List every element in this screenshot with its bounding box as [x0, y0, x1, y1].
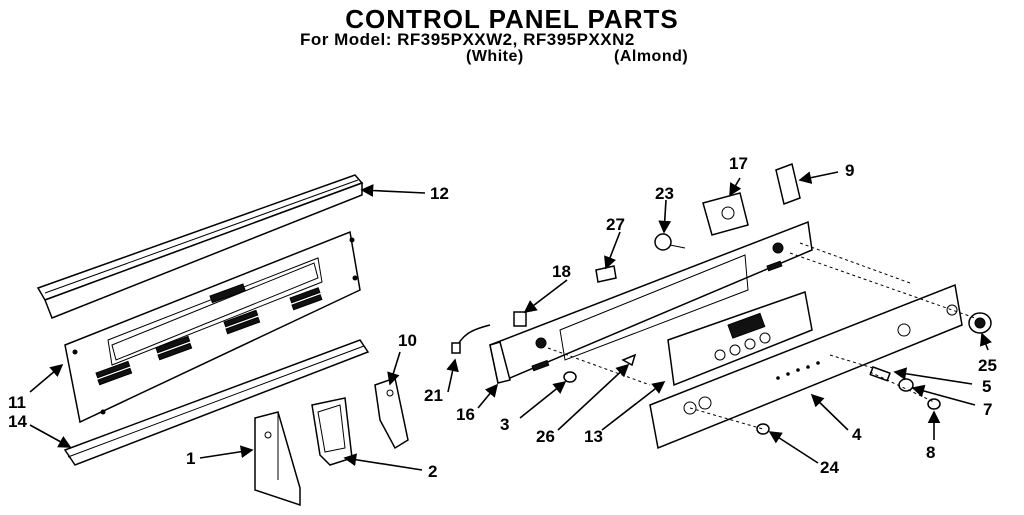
callout-4: 4 — [852, 425, 862, 444]
callout-14: 14 — [8, 412, 27, 431]
model-subtitle: For Model: RF395PXXW2, RF395PXXN2 — [300, 30, 635, 49]
callout-12: 12 — [430, 184, 449, 203]
callout-10: 10 — [398, 331, 417, 350]
part-16-control-housing — [489, 220, 813, 385]
part-23-switch — [654, 233, 686, 251]
callout-13: 13 — [584, 427, 603, 446]
part-14-bottom-trim — [63, 339, 370, 466]
part-24-button — [756, 423, 770, 435]
callout-1: 1 — [186, 449, 195, 468]
part-1-end-bracket — [254, 411, 301, 507]
part-5-push-button — [869, 366, 891, 382]
callout-5: 5 — [982, 377, 991, 396]
callout-16: 16 — [456, 405, 475, 424]
alignment-lines — [547, 242, 976, 430]
part-27-clip — [595, 265, 617, 283]
callout-27: 27 — [606, 215, 625, 234]
variant-white-label: (White) — [466, 48, 524, 65]
callout-labels: 12 11 14 1 2 10 21 16 3 26 13 18 27 23 1… — [8, 154, 997, 481]
part-9-knob-insert — [775, 162, 801, 206]
part-13-circuit-board — [667, 291, 813, 387]
part-10-clip — [374, 377, 409, 450]
callout-23: 23 — [655, 184, 674, 203]
callout-18: 18 — [552, 262, 571, 281]
part-25-knob — [968, 312, 992, 334]
part-4-control-panel — [649, 283, 963, 450]
part-17-clock — [702, 192, 749, 236]
part-26-spring — [621, 353, 637, 367]
part-11-back-panel — [64, 230, 361, 424]
callout-7: 7 — [983, 400, 992, 419]
part-18-lamp-holder — [513, 311, 527, 327]
part-8-screw — [927, 398, 941, 410]
part-7-cap — [898, 378, 914, 392]
callout-25: 25 — [978, 356, 997, 375]
callout-3: 3 — [500, 415, 509, 434]
page-title: CONTROL PANEL PARTS — [345, 4, 679, 34]
callout-9: 9 — [845, 161, 854, 180]
callout-24: 24 — [820, 458, 839, 477]
callout-11: 11 — [8, 393, 26, 412]
variant-almond-label: (Almond) — [614, 48, 689, 65]
part-2-bracket — [311, 397, 353, 466]
callout-2: 2 — [428, 462, 437, 481]
callout-17: 17 — [729, 154, 748, 173]
callout-leaders — [29, 171, 992, 471]
part-12-top-trim — [36, 174, 364, 319]
callout-21: 21 — [424, 386, 443, 405]
callout-26: 26 — [536, 427, 555, 446]
part-3-knob — [563, 371, 577, 383]
part-21-lamp — [451, 324, 491, 354]
callout-8: 8 — [926, 443, 935, 462]
